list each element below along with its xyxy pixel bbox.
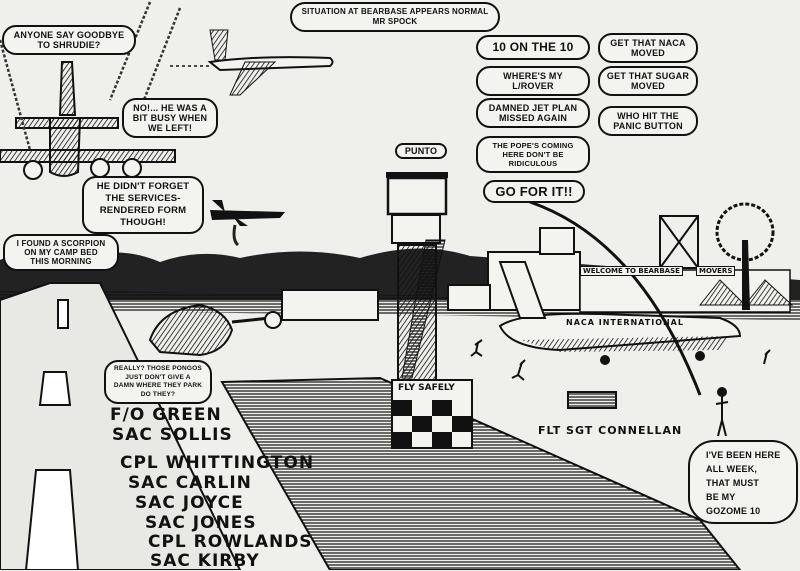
control-tower: [386, 172, 448, 381]
bubble-line: REALLY? THOSE PONGOS: [114, 365, 202, 372]
bubble-line: THAT MUST: [706, 478, 760, 488]
bubble-line: RENDERED FORM: [99, 205, 187, 216]
thought-jet-plan: DAMNED JET PLAN MISSED AGAIN: [476, 98, 590, 128]
welcome-sign: WELCOME TO BEARBASE: [580, 266, 683, 276]
bubble-line: JUST DON'T GIVE A: [125, 373, 191, 381]
bubble-line: THOUGH!: [120, 217, 166, 228]
flt-sgt-caption: FLT SGT CONNELLAN: [538, 424, 683, 437]
title-line-2: MR SPOCK: [372, 17, 418, 26]
tarmac: [220, 376, 742, 570]
tree: [715, 202, 775, 310]
speech-bubble-goodbye: ANYONE SAY GOODBYE TO SHRUDIE?: [2, 25, 136, 55]
checkered-box: [391, 379, 473, 449]
movers-sign: MOVERS: [696, 266, 736, 276]
bubble-line: THE SERVICES-: [105, 193, 181, 204]
runway: [0, 282, 242, 570]
bubble-line: ALL WEEK,: [706, 464, 758, 474]
crew-name: CPL WHITTINGTON: [120, 453, 315, 473]
hangar: [281, 289, 379, 321]
harrier-jet: [210, 200, 285, 247]
crew-name: F/O GREEN: [110, 405, 222, 425]
airliner: [498, 261, 742, 365]
bubble-line: I'VE BEEN HERE: [706, 450, 781, 460]
bubble-line: TO SHRUDIE?: [37, 40, 101, 50]
speech-bubble-busy: NO!... HE WAS A BIT BUSY WHEN WE LEFT!: [122, 98, 218, 138]
water-tower: [659, 215, 699, 269]
crew-name: CPL ROWLANDS: [148, 532, 313, 552]
crew-name: SAC SOLLIS: [112, 425, 233, 445]
bubble-line: ANYONE SAY GOODBYE: [13, 30, 125, 40]
thought-popes-coming: THE POPE'S COMING HERE DON'T BE RIDICULO…: [476, 136, 590, 173]
speech-bubble-gozome: I'VE BEEN HERE ALL WEEK, THAT MUST BE MY…: [688, 440, 798, 524]
bubble-line: ON MY CAMP BED: [24, 248, 98, 257]
bubble-line: HE DIDN'T FORGET: [96, 181, 190, 192]
thought-10-on-the-10: 10 ON THE 10: [476, 35, 590, 60]
bubble-line: NO!... HE WAS A: [133, 103, 207, 113]
jet-airliner: [170, 29, 334, 96]
bubble-line: WE LEFT!: [147, 123, 193, 133]
thought-sugar-moved: GET THAT SUGAR MOVED: [598, 66, 698, 96]
title-bubble: SITUATION AT BEARBASE APPEARS NORMAL MR …: [290, 2, 500, 32]
bubble-line: I FOUND A SCORPION: [16, 239, 106, 248]
bubble-line: DAMN WHERE THEY PARK: [113, 382, 203, 389]
bubble-line: BE MY: [706, 492, 736, 502]
thought-go-for-it: GO FOR IT!!: [483, 180, 585, 203]
bubble-line: BIT BUSY WHEN: [132, 113, 208, 123]
luggage-trolley: [567, 391, 617, 409]
speech-bubble-services: HE DIDN'T FORGET THE SERVICES- RENDERED …: [82, 176, 204, 234]
title-line-1: SITUATION AT BEARBASE APPEARS NORMAL: [301, 7, 489, 16]
bubble-line: GOZOME 10: [706, 506, 761, 516]
thought-lrover: WHERE'S MY L/ROVER: [476, 66, 590, 96]
airliner-livery: NACA INTERNATIONAL: [566, 318, 684, 327]
crew-name: SAC KIRBY: [150, 551, 260, 571]
speech-bubble-punto: PUNTO: [395, 143, 447, 159]
bubble-line: THIS MORNING: [30, 257, 92, 266]
speech-bubble-scorpion: I FOUND A SCORPION ON MY CAMP BED THIS M…: [3, 234, 119, 271]
helicopter: [148, 303, 282, 357]
speech-bubble-pongos: REALLY? THOSE PONGOS JUST DON'T GIVE A D…: [104, 360, 212, 404]
crew-name: SAC JOYCE: [135, 493, 244, 513]
fly-safely-sign: FLY SAFELY: [398, 383, 455, 393]
crew-name: SAC JONES: [145, 513, 257, 533]
bubble-line: DO THEY?: [140, 390, 176, 398]
thought-naca-moved: GET THAT NACA MOVED: [598, 33, 698, 63]
transport-plane: [0, 1, 182, 180]
crew-name: SAC CARLIN: [128, 473, 252, 493]
thought-panic-button: WHO HIT THE PANIC BUTTON: [598, 106, 698, 136]
